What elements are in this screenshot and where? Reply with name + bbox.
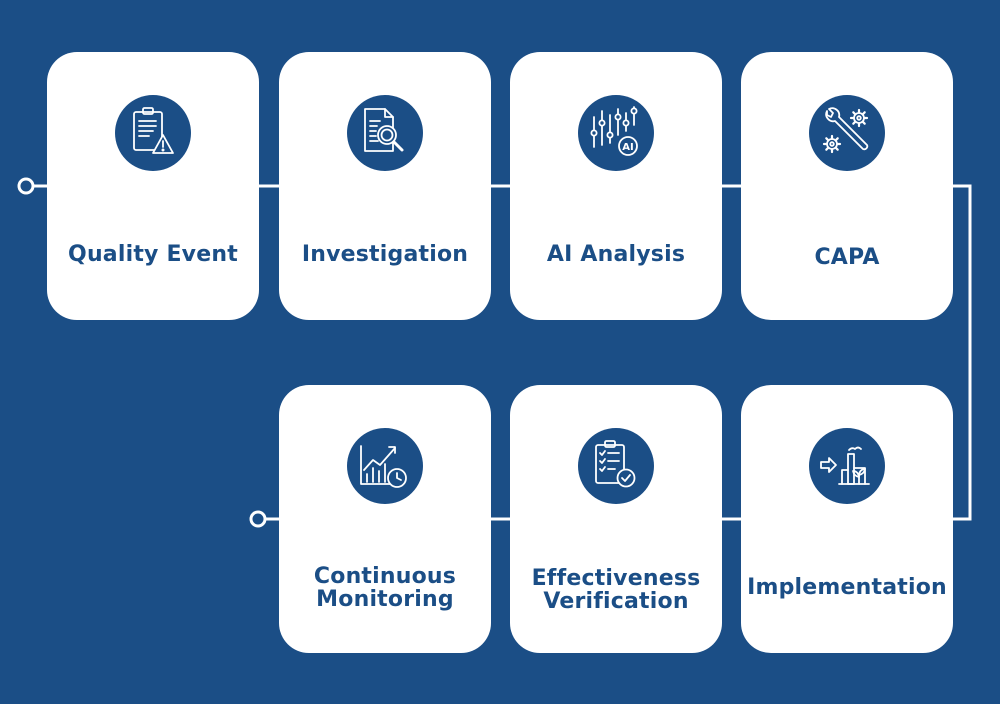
step-card-continuous-monitoring: Continuous Monitoring: [279, 385, 491, 653]
step-card-investigation: Investigation: [279, 52, 491, 320]
flow-end-dot: [249, 510, 267, 528]
step-label: Implementation: [747, 575, 947, 600]
step-card-quality-event: Quality Event: [47, 52, 259, 320]
step-card-effectiveness-verification: Effectiveness Verification: [510, 385, 722, 653]
step-card-capa: CAPA: [741, 52, 953, 320]
step-card-implementation: Implementation: [741, 385, 953, 653]
step-label: Effectiveness Verification: [531, 566, 701, 614]
step-label: AI Analysis: [546, 242, 686, 267]
flow-start-dot: [17, 177, 35, 195]
clipboard-check-icon: [578, 428, 654, 504]
factory-plant-icon: [809, 428, 885, 504]
document-search-icon: [347, 95, 423, 171]
step-label: CAPA: [814, 245, 880, 270]
step-label: Quality Event: [68, 242, 238, 267]
chart-clock-icon: [347, 428, 423, 504]
ai-sliders-icon: AI: [578, 95, 654, 171]
svg-text:AI: AI: [622, 142, 633, 153]
step-label: Investigation: [301, 242, 469, 267]
clipboard-warning-icon: [115, 95, 191, 171]
step-card-ai-analysis: AI AI Analysis: [510, 52, 722, 320]
wrench-gears-icon: [809, 95, 885, 171]
step-label: Continuous Monitoring: [313, 564, 457, 612]
